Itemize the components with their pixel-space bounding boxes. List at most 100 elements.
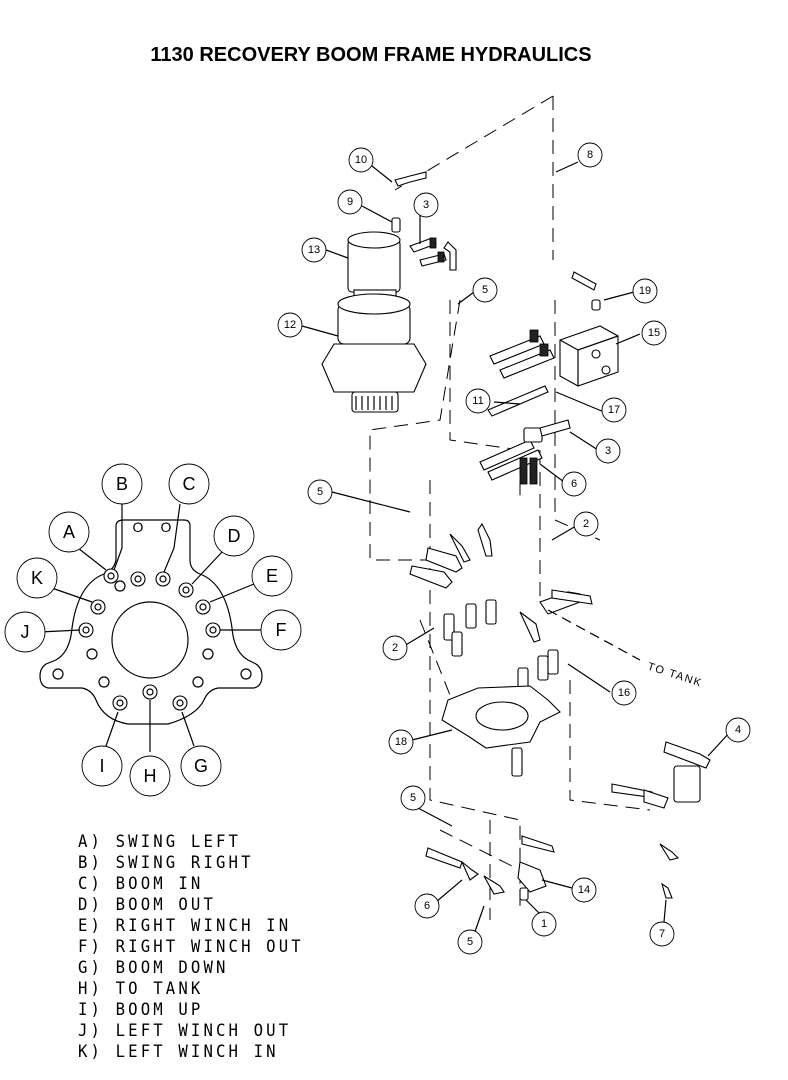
legend-item: G) BOOM DOWN — [78, 958, 229, 978]
port-letter: G — [194, 756, 208, 776]
callout-9 — [337, 189, 363, 215]
port-mark: O — [161, 519, 172, 535]
callout-16 — [611, 680, 637, 706]
callout-number: 4 — [735, 724, 741, 736]
callout-number: 2 — [392, 642, 398, 654]
port-letter: H — [144, 766, 157, 786]
callout-5d — [457, 929, 483, 955]
legend-item: D) BOOM OUT — [78, 895, 216, 915]
port-letter: I — [99, 756, 104, 776]
callout-number: 5 — [467, 936, 473, 948]
port-letter: J — [21, 622, 30, 642]
callout-6b — [414, 893, 440, 919]
motor-fittings — [391, 171, 457, 271]
callout-10 — [348, 147, 374, 173]
page-title: 1130 RECOVERY BOOM FRAME HYDRAULICS — [150, 44, 592, 66]
callout-2 — [573, 511, 599, 537]
callout-1 — [531, 911, 557, 937]
port-letter: A — [63, 522, 75, 542]
port-bubble-g — [180, 745, 222, 787]
callout-12 — [277, 312, 303, 338]
callout-number: 18 — [395, 736, 407, 748]
port-bubble-f — [260, 609, 302, 651]
callout-number: 17 — [608, 404, 620, 416]
port-bubble-h — [129, 755, 171, 797]
callout-number: 15 — [648, 327, 660, 339]
callout-4 — [725, 717, 751, 743]
callout-number: 3 — [605, 445, 611, 457]
callout-7 — [649, 921, 675, 947]
legend-item: H) TO TANK — [78, 979, 204, 999]
port-bubble-e — [251, 555, 293, 597]
swivel-plate-18 — [441, 685, 561, 777]
callout-17 — [601, 397, 627, 423]
callout-number: 5 — [410, 792, 416, 804]
callout-leaders — [301, 161, 731, 941]
callout-19 — [632, 278, 658, 304]
callout-3 — [413, 192, 439, 218]
legend-item: I) BOOM UP — [78, 1000, 204, 1020]
fittings-right-lower — [611, 741, 711, 899]
port-letter: D — [228, 526, 241, 546]
callout-8 — [577, 142, 603, 168]
callout-number: 2 — [583, 518, 589, 530]
callout-number: 7 — [659, 928, 665, 940]
port-letter: F — [276, 620, 287, 640]
port-bubble-i — [81, 745, 123, 787]
callout-18 — [388, 729, 414, 755]
port-bubble-k — [16, 557, 58, 599]
port-bubble-c — [168, 463, 210, 505]
port-letter: C — [183, 474, 196, 494]
swing-drive-assembly — [321, 231, 427, 413]
callout-11 — [465, 388, 491, 414]
legend-item: K) LEFT WINCH IN — [78, 1042, 279, 1062]
callout-number: 12 — [284, 319, 296, 331]
legend-item: C) BOOM IN — [78, 874, 204, 894]
callout-numbers: 10 9 3 13 8 5 19 12 15 11 17 3 6 5 2 2 1… — [284, 149, 741, 948]
callout-number: 14 — [578, 884, 590, 896]
port-bubble-j — [4, 611, 46, 653]
callout-number: 5 — [482, 284, 488, 296]
callout-number: 19 — [639, 285, 651, 297]
port-letter: K — [31, 568, 43, 588]
callout-3b — [595, 438, 621, 464]
callout-14 — [571, 877, 597, 903]
legend-item: J) LEFT WINCH OUT — [78, 1021, 292, 1041]
port-bubble-a — [48, 511, 90, 553]
callout-5b — [307, 479, 333, 505]
to-tank-label: TO TANK — [646, 661, 704, 690]
port-bubble-b — [101, 463, 143, 505]
legend-item: E) RIGHT WINCH IN — [78, 916, 292, 936]
swivel-port-layout: O O — [4, 463, 302, 797]
callout-bubbles — [277, 142, 751, 955]
callout-number: 8 — [587, 149, 593, 161]
callout-number: 9 — [347, 196, 353, 208]
callout-15 — [641, 320, 667, 346]
callout-number: 16 — [618, 687, 630, 699]
callout-number: 11 — [472, 395, 483, 407]
port-bubble-d — [213, 515, 255, 557]
callout-number: 13 — [308, 244, 320, 256]
fittings-bottom — [425, 835, 555, 901]
control-valve-15 — [487, 271, 619, 417]
legend-item: B) SWING RIGHT — [78, 853, 254, 873]
callout-2b — [382, 635, 408, 661]
callout-5c — [400, 785, 426, 811]
callout-6 — [561, 471, 587, 497]
callout-5 — [472, 277, 498, 303]
tee-fitting-group — [479, 419, 571, 485]
port-letter: B — [116, 474, 128, 494]
hose-fittings-mid — [409, 522, 593, 693]
callout-number: 6 — [424, 900, 430, 912]
legend-item: A) SWING LEFT — [78, 832, 242, 852]
port-mark: O — [133, 519, 144, 535]
callout-number: 1 — [541, 918, 547, 930]
port-fittings — [78, 568, 221, 711]
callout-13 — [301, 237, 327, 263]
callout-number: 5 — [317, 486, 323, 498]
callout-number: 6 — [571, 478, 577, 490]
callout-number: 10 — [355, 154, 367, 166]
legend-item: F) RIGHT WINCH OUT — [78, 937, 304, 957]
port-legend: A) SWING LEFT B) SWING RIGHT C) BOOM IN … — [78, 832, 304, 1063]
